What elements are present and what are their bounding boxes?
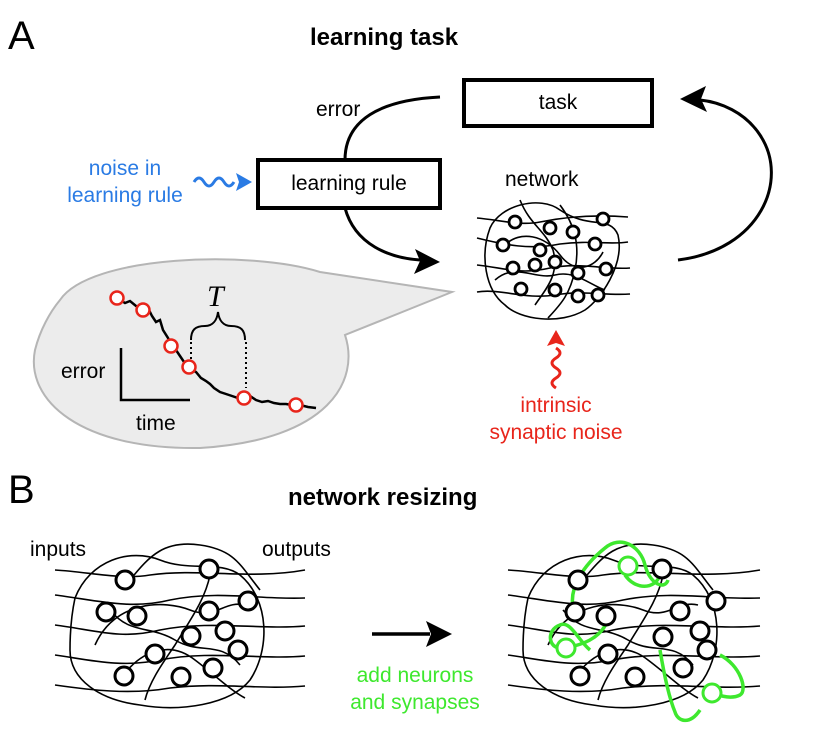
noise-learning-rule-line-2: learning rule	[67, 184, 183, 207]
resize-arrowhead	[426, 621, 452, 647]
network-a-neurons	[495, 211, 614, 304]
learning-to-network-arrow	[343, 207, 421, 262]
network-b-right-new-neurons	[555, 555, 723, 704]
period-brace	[190, 311, 247, 388]
error-label: error	[316, 98, 361, 121]
noise-learning-rule-label: noise in learning rule	[60, 155, 190, 209]
add-neurons-line-2: and synapses	[350, 691, 480, 714]
outputs-label: outputs	[262, 538, 331, 561]
panel-a-letter: A	[8, 14, 35, 58]
blue-arrowhead	[236, 173, 252, 191]
network-label: network	[505, 168, 579, 191]
inputs-label: inputs	[30, 538, 87, 561]
red-arrowhead	[547, 330, 565, 346]
noise-learning-rule-line-1: noise in	[88, 157, 162, 180]
intrinsic-noise-label: intrinsic synaptic noise	[470, 392, 642, 446]
task-box: task	[462, 78, 654, 128]
error-trace	[116, 296, 317, 410]
add-neurons-label: add neurons and synapses	[330, 662, 500, 716]
intrinsic-noise-line-1: intrinsic	[520, 394, 592, 417]
network-to-task-arrowhead	[680, 86, 707, 112]
intrinsic-noise-line-2: synaptic noise	[489, 421, 623, 444]
inset-x-axis-label: time	[136, 412, 176, 435]
network-to-task-arrow	[677, 98, 773, 262]
red-squiggle	[550, 346, 562, 390]
learning-to-network-arrowhead	[414, 249, 440, 274]
period-label: T	[207, 280, 224, 313]
task-box-label: task	[538, 91, 578, 114]
add-neurons-line-1: add neurons	[356, 664, 474, 687]
panel-b-letter: B	[8, 468, 35, 512]
network-b-right-neurons	[564, 558, 727, 688]
inset-y-axis-label: error	[61, 360, 106, 383]
inset-markers	[109, 290, 304, 413]
inset-axes	[119, 348, 190, 402]
learning-rule-box: learning rule	[256, 158, 442, 210]
learning-rule-box-label: learning rule	[291, 172, 407, 195]
blue-squiggle	[192, 176, 236, 188]
speech-bubble	[32, 258, 456, 450]
panel-a-title: learning task	[310, 24, 459, 51]
panel-b-title: network resizing	[288, 484, 478, 511]
error-arc	[343, 95, 441, 161]
network-b-left-neurons	[95, 558, 259, 688]
